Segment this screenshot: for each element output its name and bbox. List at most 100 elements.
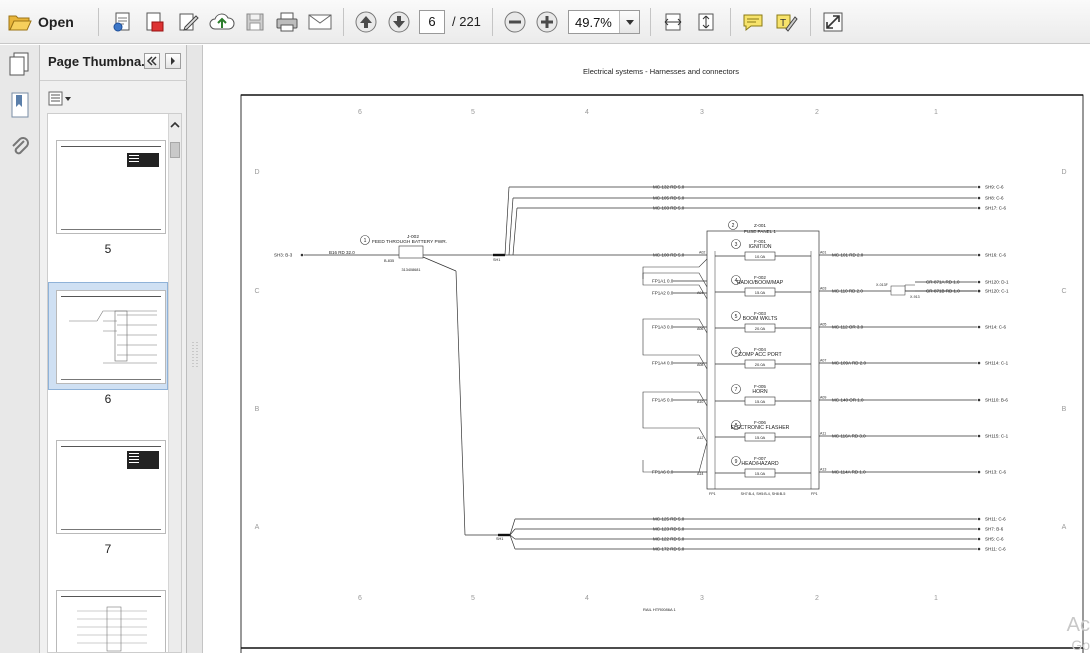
thumbnail-page-5[interactable]	[56, 140, 166, 234]
create-pdf-button[interactable]	[108, 8, 136, 36]
fullscreen-button[interactable]	[819, 8, 847, 36]
thumbnail-label: 7	[104, 542, 112, 556]
document-view[interactable]: Electrical systems - Harnesses and conne…	[203, 45, 1090, 653]
wire-label: MC-103 RD 5.0	[653, 206, 685, 211]
next-page-button[interactable]	[385, 8, 413, 36]
fuse-rating: 15.0A	[755, 290, 766, 295]
thumbnail-options-button[interactable]	[48, 91, 72, 107]
wire-label: MC-100 RD 5.0	[653, 253, 685, 258]
toolbar-separator	[343, 8, 344, 36]
sheet-reference: SH110: B-6	[985, 398, 1008, 403]
fuse-rating: 20.0A	[755, 362, 766, 367]
terminal-dot	[977, 398, 981, 402]
wire-label: MC-105 RD 5.0	[653, 196, 685, 201]
save-button[interactable]	[242, 8, 268, 36]
scrollbar-thumb[interactable]	[170, 142, 180, 158]
wire-label: MC-172 RD 5.0	[653, 547, 685, 552]
paperclip-icon	[12, 137, 29, 155]
thumbnail-page-7[interactable]	[56, 440, 166, 534]
pages-panel-button[interactable]	[8, 51, 32, 82]
zoom-out-button[interactable]	[501, 8, 529, 36]
previous-page-button[interactable]	[352, 8, 380, 36]
pin-label: A06	[697, 327, 703, 331]
collapse-panel-button[interactable]	[144, 53, 160, 69]
callout-number: 4	[735, 278, 738, 284]
export-button[interactable]	[140, 8, 168, 36]
fuse-id: F-002	[754, 275, 766, 280]
panel-footer: FP1	[811, 492, 818, 496]
fuse-name: IGNITION	[748, 244, 771, 250]
fullscreen-icon	[823, 12, 843, 32]
fuse-id: F-007	[754, 456, 766, 461]
fuse-id: F-004	[754, 347, 766, 352]
wire	[455, 270, 466, 536]
thumbnail-page-8[interactable]	[56, 590, 166, 652]
thumbnail-preview	[61, 146, 161, 230]
terminal-dot	[977, 470, 981, 474]
thumbnail-list: 5 6 7	[47, 113, 182, 653]
chevron-down-icon	[626, 20, 634, 25]
upload-icon	[209, 13, 235, 30]
jumper-wire	[642, 318, 708, 370]
open-label: Open	[38, 14, 74, 30]
bookmarks-panel-button[interactable]	[9, 91, 31, 124]
callout-number: 2	[732, 223, 735, 229]
callout-number: 8	[735, 423, 738, 429]
open-button[interactable]: Open	[8, 8, 80, 36]
page-number-input[interactable]: 6	[419, 10, 445, 34]
comment-button[interactable]	[739, 8, 767, 36]
expand-panel-button[interactable]	[165, 53, 181, 69]
thumbnail-page-6[interactable]	[56, 290, 166, 384]
export-icon	[146, 12, 164, 32]
drawing-reference: RAIL HTR0086A 1	[643, 607, 677, 612]
callout-number: 3	[735, 242, 738, 248]
grid-column-label: 2	[815, 595, 819, 602]
jumper-label: FP1A1 0.0	[652, 279, 674, 284]
zoom-dropdown-button[interactable]	[619, 11, 639, 33]
terminal-dot	[977, 325, 981, 329]
callout-circle	[731, 456, 741, 466]
print-button[interactable]	[273, 8, 301, 36]
zoom-select[interactable]: 49.7%	[568, 10, 640, 34]
panel-splitter[interactable]	[187, 45, 203, 653]
grid-row-label: D	[1061, 169, 1066, 176]
pin-label: A02	[699, 251, 705, 255]
previous-page-icon	[355, 11, 377, 33]
fit-page-button[interactable]	[692, 8, 720, 36]
pin-label: A11	[820, 432, 826, 436]
fit-width-button[interactable]	[659, 8, 687, 36]
email-button[interactable]	[306, 8, 334, 36]
jumper-wire	[642, 391, 708, 443]
wire	[509, 528, 516, 536]
pin-label: A08	[697, 363, 703, 367]
callout-number: 9	[735, 459, 738, 465]
email-icon	[308, 14, 332, 30]
zoom-out-icon	[504, 11, 526, 33]
grid-column-label: 2	[815, 109, 819, 116]
edit-button[interactable]	[174, 8, 202, 36]
panel-footer: SH7:B-4, SH5:B-4, SH8:B-5	[741, 492, 786, 496]
fuse-rating: 10.0A	[755, 254, 766, 259]
grid-row-label: C	[1061, 288, 1066, 295]
thumbnail-scrollbar[interactable]	[168, 114, 181, 652]
sheet-reference: SH120: D-1	[985, 280, 1009, 285]
attachments-panel-button[interactable]	[9, 135, 31, 164]
jumper-label: FP1A2 0.0	[652, 291, 674, 296]
highlight-button[interactable]: T	[772, 8, 800, 36]
comment-icon	[743, 14, 763, 32]
upload-button[interactable]	[207, 8, 237, 36]
grid-column-label: 1	[934, 109, 938, 116]
wire-label: MC-132 RD 5.0	[653, 185, 685, 190]
sheet-reference: SH11: C-6	[985, 547, 1006, 552]
grid-column-label: 5	[471, 595, 475, 602]
sheet-reference: SH114: C-1	[985, 361, 1009, 366]
wire-label: CR-871A RD 1.0	[926, 280, 960, 285]
grid-row-label: A	[1062, 524, 1067, 531]
terminal-dot	[977, 253, 981, 257]
callout-circle	[360, 235, 370, 245]
callout-number: 7	[735, 387, 738, 393]
wire-label: MC-110 RD 2.0	[832, 289, 863, 294]
sheet-reference: SH8: C-6	[985, 196, 1004, 201]
zoom-in-button[interactable]	[533, 8, 561, 36]
fit-width-icon	[664, 13, 682, 31]
